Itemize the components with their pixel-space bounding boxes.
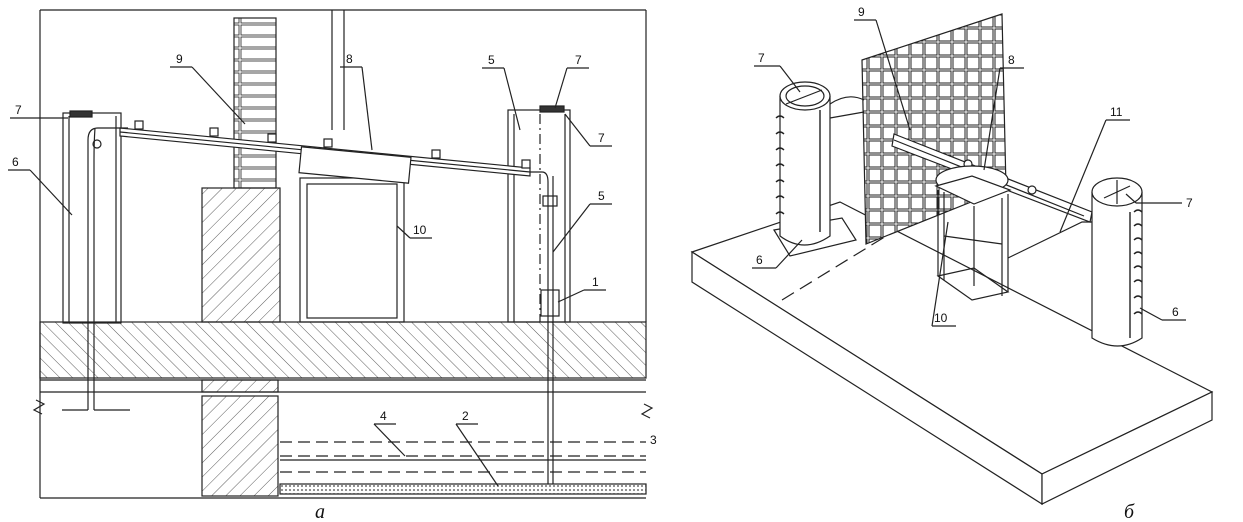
label-7-left-cap: 7 (15, 103, 22, 117)
label-8-beam: 8 (346, 52, 353, 66)
caption-b: б (1124, 501, 1135, 522)
figure-a-drawing: 7 6 9 8 5 7 7 5 10 1 4 2 3 а (8, 9, 657, 522)
caption-a: а (315, 501, 325, 522)
label-5-pipe: 5 (598, 189, 605, 203)
label-9-grid: 9 (858, 5, 865, 19)
label-2-bottom: 2 (462, 409, 469, 423)
label-7-right-cap: 7 (598, 131, 605, 145)
figure-a-elevation: 7 6 9 8 5 7 7 5 10 1 4 2 3 а (8, 9, 657, 522)
label-5-stand: 5 (488, 53, 495, 67)
label-11-cable: 11 (1110, 105, 1123, 119)
label-8-beam: 8 (1008, 53, 1015, 67)
figure-b-drawing: 7 9 8 11 7 6 10 6 б (690, 5, 1214, 522)
label-3-water: 3 (650, 433, 657, 447)
label-10-frame: 10 (413, 223, 427, 237)
label-6-right-cylinder: 6 (1172, 305, 1179, 319)
label-10-frame: 10 (934, 311, 948, 325)
label-9-wall: 9 (176, 52, 183, 66)
elevation-structure (8, 9, 654, 499)
label-6-left-cylinder: 6 (756, 253, 763, 267)
label-4-level: 4 (380, 409, 387, 423)
figure-b-isometric: 7 9 8 11 7 6 10 6 б (672, 0, 1243, 522)
label-7-top-cap: 7 (575, 53, 582, 67)
label-7-right-cylinder: 7 (1186, 196, 1193, 210)
isometric-structure (690, 13, 1214, 506)
label-7-left-cylinder: 7 (758, 51, 765, 65)
label-1-pump: 1 (592, 275, 599, 289)
label-6-left-stand: 6 (12, 155, 19, 169)
